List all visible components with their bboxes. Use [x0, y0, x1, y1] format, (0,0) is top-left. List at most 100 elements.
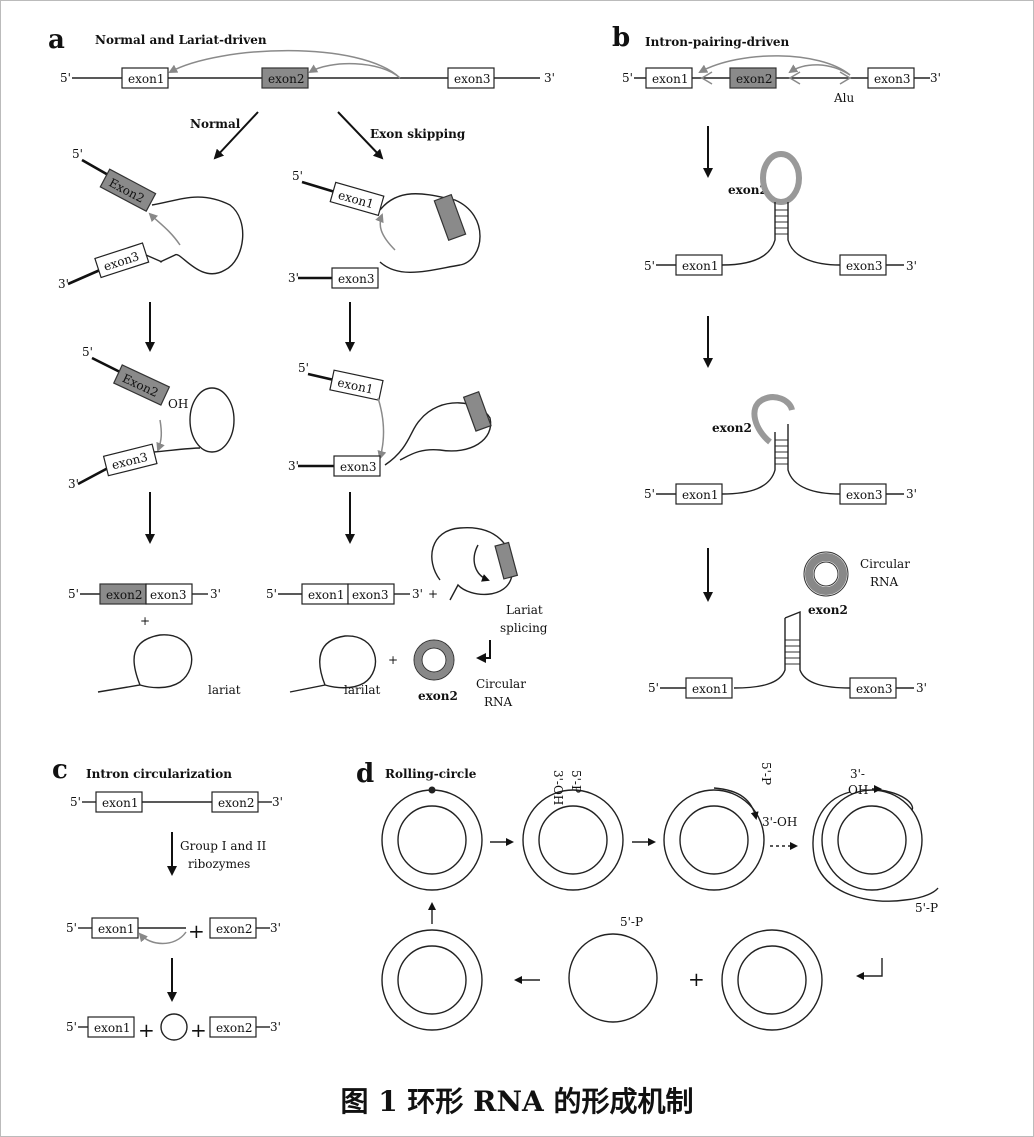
a-lariat-splicing-1: Lariat — [506, 603, 543, 617]
c-mid-5prime: 5' — [66, 921, 77, 935]
d-circle-1 — [381, 786, 483, 891]
c-mid-plus: + — [188, 919, 205, 943]
a-n2-exon3-box — [102, 443, 158, 477]
a-n3-lariat: lariat — [208, 683, 241, 697]
c-mid-exon1: exon1 — [98, 922, 134, 936]
b-f-exon1: exon1 — [692, 682, 728, 696]
a-n2-3prime: 3' — [68, 477, 79, 491]
a-s3-3prime: 3' — [412, 587, 423, 601]
b-f-3prime: 3' — [916, 681, 927, 695]
d-circle-3: 5'-P 3'-OH — [663, 762, 797, 891]
c-mid-exon2: exon2 — [216, 922, 252, 936]
a-s2-exon2-box — [462, 390, 492, 432]
d-circle-6: 5'-P — [568, 915, 658, 1023]
a-s3-lariat-exon2-box — [494, 541, 519, 580]
b-h2-3prime: 3' — [906, 487, 917, 501]
panel-d-heading: Rolling-circle — [385, 767, 477, 781]
a-s1-exon3-box — [331, 267, 379, 289]
a-n2-5prime: 5' — [82, 345, 93, 359]
a-s1-3prime: 3' — [288, 271, 299, 285]
a-top-exon3: exon3 — [454, 72, 490, 86]
d-circle-5 — [721, 929, 823, 1031]
a-n3-exon2: exon2 — [106, 588, 142, 602]
panel-a-heading: Normal and Lariat-driven — [95, 33, 267, 47]
panel-b: b Intron-pairing-driven 5' exon1 exon2 e… — [612, 23, 941, 699]
c-ribozyme-2: ribozymes — [188, 857, 250, 871]
a-s1-exon2-box — [433, 193, 467, 242]
c-top-exon1: exon1 — [102, 796, 138, 810]
a-s3-exon1: exon1 — [308, 588, 344, 602]
panel-a-letter: a — [48, 25, 65, 55]
d-c6-p: 5'-P — [620, 915, 643, 929]
a-n1-3prime: 3' — [58, 277, 69, 291]
a-s3-larilat: larilat — [344, 683, 381, 697]
b-h1-3prime: 3' — [906, 259, 917, 273]
d-c2-p: 5'-P — [569, 770, 583, 793]
b-h1-exon3: exon3 — [846, 259, 882, 273]
a-s2-5prime: 5' — [298, 361, 309, 375]
a-n2-exon2-box — [112, 364, 171, 406]
a-n2-oh: OH — [168, 397, 188, 411]
c-bot-exon2: exon2 — [216, 1021, 252, 1035]
d-circle-2: 3'-OH 5'-P — [522, 770, 624, 891]
b-top-exon1-box — [645, 67, 693, 89]
a-n1-exon2-box — [99, 168, 157, 213]
a-branch-skip: Exon skipping — [370, 127, 466, 141]
panel-b-letter: b — [612, 23, 630, 53]
b-h1-5prime: 5' — [644, 259, 655, 273]
a-lariat-splicing-2: splicing — [500, 621, 548, 635]
a-circular-exon2: exon2 — [418, 689, 458, 703]
d-c4-p: 5'-P — [915, 901, 938, 915]
d-c3-oh: 3'-OH — [762, 815, 797, 829]
a-n3-5prime: 5' — [68, 587, 79, 601]
c-bot-plus1: + — [138, 1018, 155, 1042]
b-h2-exon3: exon3 — [846, 488, 882, 502]
a-s2-exon3-box — [333, 455, 381, 477]
b-top-exon3: exon3 — [874, 72, 910, 86]
c-bot-exon1-box — [87, 1016, 135, 1038]
c-bot-3prime: 3' — [270, 1020, 281, 1034]
b-h1-exon1: exon1 — [682, 259, 718, 273]
a-top-5prime: 5' — [60, 71, 71, 85]
d-c4-oh1: 3'- — [850, 767, 865, 781]
a-s3-5prime: 5' — [266, 587, 277, 601]
c-bot-plus2: + — [190, 1018, 207, 1042]
b-circular-1: Circular — [860, 557, 910, 571]
b-f-5prime: 5' — [648, 681, 659, 695]
a-top-exon2: exon2 — [268, 72, 304, 86]
d-circle-4: 3'- OH 5'-P — [812, 767, 939, 915]
c-top-5prime: 5' — [70, 795, 81, 809]
panel-b-heading: Intron-pairing-driven — [645, 35, 789, 49]
c-ribozyme-1: Group I and II — [180, 839, 266, 853]
b-circular-rna-ring — [805, 553, 847, 595]
c-top-exon2: exon2 — [218, 796, 254, 810]
figure-caption: 图 1 环形 RNA 的形成机制 — [340, 1085, 694, 1118]
a-circular-2: RNA — [484, 695, 513, 709]
b-alu: Alu — [833, 91, 855, 105]
b-top-exon3-box — [867, 67, 915, 89]
a-n3-3prime: 3' — [210, 587, 221, 601]
panel-c-heading: Intron circularization — [86, 767, 232, 781]
a-branch-normal: Normal — [190, 117, 241, 131]
b-h2-exon2: exon2 — [712, 421, 752, 435]
b-h1-exon1-box — [675, 254, 723, 276]
b-top-5prime: 5' — [622, 71, 633, 85]
b-top-exon2-box — [729, 67, 777, 89]
b-h2-loop — [751, 394, 795, 445]
c-intron-circle — [160, 1013, 188, 1041]
b-h1-exon2: exon2 — [728, 183, 768, 197]
panel-c-letter: c — [52, 755, 68, 785]
b-f-exon1-box — [685, 677, 733, 699]
a-s1-exon1-box — [329, 181, 385, 217]
a-s2-exon1-box — [329, 369, 384, 401]
b-h1-loop — [760, 151, 802, 205]
b-h2-5prime: 5' — [644, 487, 655, 501]
a-top-exon1-box — [121, 67, 169, 89]
a-n1-5prime: 5' — [72, 147, 83, 161]
c-bot-5prime: 5' — [66, 1020, 77, 1034]
c-bot-exon1: exon1 — [94, 1021, 130, 1035]
b-circular-exon2: exon2 — [808, 603, 848, 617]
d-c2-oh: 3'-OH — [551, 770, 565, 805]
a-top-3prime: 3' — [544, 71, 555, 85]
panel-d-letter: d — [356, 759, 374, 789]
